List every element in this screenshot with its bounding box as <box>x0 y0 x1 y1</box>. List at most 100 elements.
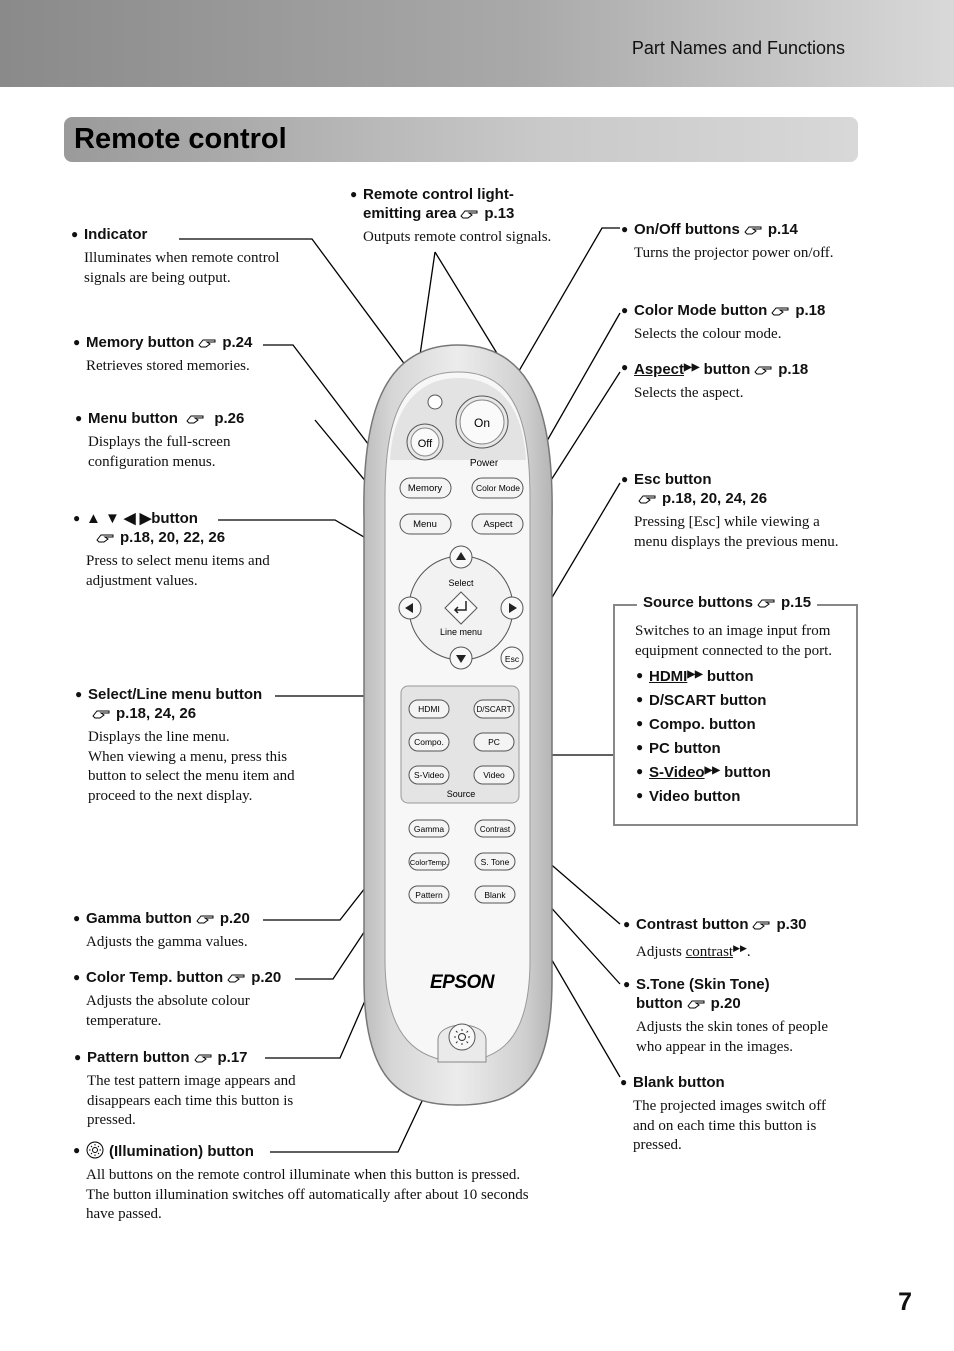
reference-hand-icon <box>757 599 775 608</box>
blank-button[interactable] <box>474 885 516 904</box>
pattern-button[interactable] <box>408 885 450 904</box>
arrow-buttons-callout: ●▲ ▼ ◀ ▶button p.18, 20, 22, 26 Press to… <box>73 510 270 589</box>
compo-button[interactable] <box>408 732 450 752</box>
reference-hand-icon <box>744 226 762 235</box>
source-label: Source <box>447 789 476 799</box>
menu-button-callout: ●Menu button p.26 Displays the full-scre… <box>75 410 245 470</box>
select-label: Select <box>448 578 474 588</box>
hdmi-button[interactable] <box>408 699 450 719</box>
epson-logo: EPSON <box>430 972 496 993</box>
list-item: ●Compo. button <box>636 716 756 733</box>
esc-button-callout: ●Esc button p.18, 20, 24, 26 Pressing [E… <box>621 471 839 550</box>
up-arrow-icon <box>456 552 466 560</box>
on-label: On <box>474 416 490 430</box>
page-header: Part Names and Functions <box>0 0 954 87</box>
reference-hand-icon <box>460 210 478 219</box>
compo-button-label: Compo. <box>414 737 444 747</box>
stone-button[interactable] <box>474 852 516 871</box>
list-item: ●Video button <box>636 788 741 805</box>
indicator-callout: ●Indicator Illuminates when remote contr… <box>71 226 280 286</box>
reference-hand-icon <box>754 366 772 375</box>
select-button[interactable] <box>444 591 478 625</box>
color-mode-button[interactable] <box>471 477 524 499</box>
esc-label: Esc <box>505 654 520 664</box>
reference-hand-icon <box>198 339 216 348</box>
svideo-button[interactable] <box>408 765 450 785</box>
color-mode-button-label: Color Mode <box>476 483 520 493</box>
list-item: ●HDMI▶▶ button <box>636 668 754 685</box>
aspect-button-label: Aspect <box>483 519 512 530</box>
right-arrow-icon <box>509 603 517 613</box>
list-item: ●PC button <box>636 740 721 757</box>
line-menu-label: Line menu <box>440 627 482 637</box>
section-title: Part Names and Functions <box>631 38 845 58</box>
stone-button-label: S. Tone <box>481 857 510 867</box>
contrast-button[interactable] <box>474 819 516 838</box>
illumination-icon <box>454 1029 470 1045</box>
reference-hand-icon <box>96 534 114 543</box>
memory-button-label: Memory <box>408 483 443 494</box>
page-title: Remote control <box>74 123 287 155</box>
video-button[interactable] <box>473 765 515 785</box>
indicator-light <box>427 394 443 410</box>
page-number: 7 <box>898 1288 912 1316</box>
reference-hand-icon <box>752 921 770 930</box>
blank-button-label: Blank <box>484 890 506 900</box>
aspect-button[interactable] <box>471 513 524 535</box>
color-temp-button[interactable] <box>408 852 450 871</box>
reference-hand-icon <box>186 415 204 424</box>
svideo-glossary-link[interactable]: S-Video <box>649 764 705 781</box>
title-bar: Remote control <box>64 117 858 162</box>
video-button-label: Video <box>483 770 505 780</box>
aspect-glossary-link[interactable]: Aspect <box>634 361 685 378</box>
power-label: Power <box>470 458 499 469</box>
svideo-button-label: S-Video <box>414 770 444 780</box>
reference-hand-icon <box>194 1054 211 1063</box>
reference-hand-icon <box>638 495 656 504</box>
illumination-button-callout: ● (Illumination) button All buttons on t… <box>73 1141 529 1222</box>
blank-button-callout: ●Blank button The projected images switc… <box>620 1074 826 1153</box>
dscart-button[interactable] <box>473 699 515 719</box>
contrast-glossary-link[interactable]: contrast <box>685 944 734 960</box>
reference-hand-icon <box>771 307 789 316</box>
reference-hand-icon <box>687 1000 705 1009</box>
illumination-button[interactable] <box>448 1023 476 1051</box>
enter-icon <box>453 601 467 614</box>
pc-button[interactable] <box>473 732 515 752</box>
gamma-button[interactable] <box>408 819 450 838</box>
pc-button-label: PC <box>488 737 500 747</box>
source-buttons-list: ●HDMI▶▶ button ●D/SCART button ●Compo. b… <box>636 668 771 812</box>
list-item: ●S-Video▶▶ button <box>636 764 771 781</box>
dscart-button-label: D/SCART <box>477 705 512 714</box>
select-button-callout: ●Select/Line menu button p.18, 24, 26 Di… <box>75 686 295 804</box>
reference-hand-icon <box>227 974 245 983</box>
left-arrow-icon <box>405 603 413 613</box>
hdmi-button-label: HDMI <box>418 704 440 714</box>
illumination-icon <box>86 1141 104 1159</box>
gamma-button-label: Gamma <box>414 824 445 834</box>
esc-button[interactable] <box>500 646 524 670</box>
menu-button[interactable] <box>399 513 452 535</box>
list-item: ●D/SCART button <box>636 692 767 709</box>
color-temp-button-label: ColorTemp. <box>410 858 448 867</box>
off-label: Off <box>418 438 433 450</box>
memory-button[interactable] <box>399 477 452 499</box>
reference-hand-icon <box>92 710 110 719</box>
menu-button-label: Menu <box>413 519 437 530</box>
down-arrow-icon <box>456 655 466 663</box>
hdmi-glossary-link[interactable]: HDMI <box>649 668 688 685</box>
contrast-button-label: Contrast <box>480 825 511 834</box>
